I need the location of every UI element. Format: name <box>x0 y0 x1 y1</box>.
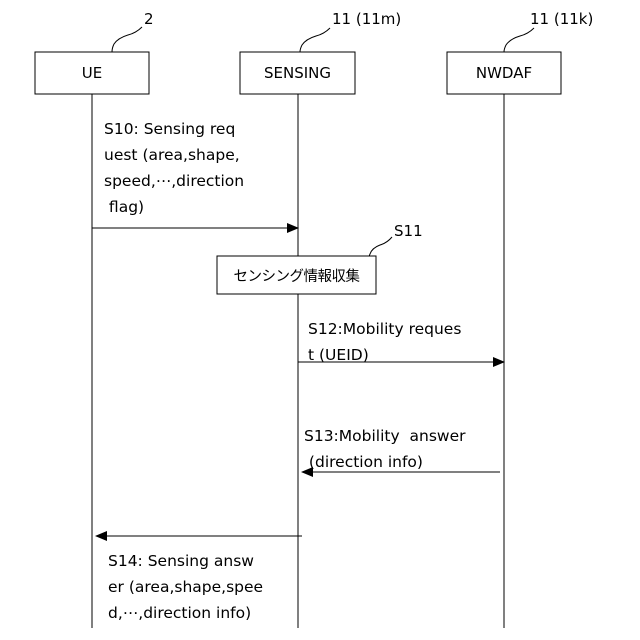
ue-ref-leader <box>112 27 142 52</box>
sensing-ref-leader <box>300 28 330 52</box>
s14-line: d,⋯,direction info) <box>108 600 263 626</box>
s10-line: uest (area,shape, <box>104 142 244 168</box>
s12-line: S12:Mobility reques <box>308 316 461 342</box>
s13-line: (direction info) <box>304 449 466 475</box>
s12-label: S12:Mobility reques t (UEID) <box>308 316 461 368</box>
s10-line: speed,⋯,direction <box>104 168 244 194</box>
sensing-ref-number: 11 (11m) <box>332 10 401 28</box>
s10-line: S10: Sensing req <box>104 116 244 142</box>
nwdaf-ref-leader <box>504 28 534 52</box>
s13-label: S13:Mobility answer (direction info) <box>304 423 466 475</box>
s10-line: flag) <box>104 194 244 220</box>
sensing-label: SENSING <box>240 52 355 94</box>
s10-label: S10: Sensing req uest (area,shape, speed… <box>104 116 244 220</box>
s14-label: S14: Sensing answ er (area,shape,spee d,… <box>108 548 263 626</box>
s11-process-label: センシング情報収集 <box>217 256 376 294</box>
s12-line: t (UEID) <box>308 342 461 368</box>
ue-label: UE <box>35 52 149 94</box>
s11-ref-number: S11 <box>394 222 423 240</box>
nwdaf-label: NWDAF <box>447 52 561 94</box>
s14-line: er (area,shape,spee <box>108 574 263 600</box>
ue-ref-number: 2 <box>144 10 154 28</box>
s13-line: S13:Mobility answer <box>304 423 466 449</box>
nwdaf-ref-number: 11 (11k) <box>530 10 593 28</box>
s14-line: S14: Sensing answ <box>108 548 263 574</box>
